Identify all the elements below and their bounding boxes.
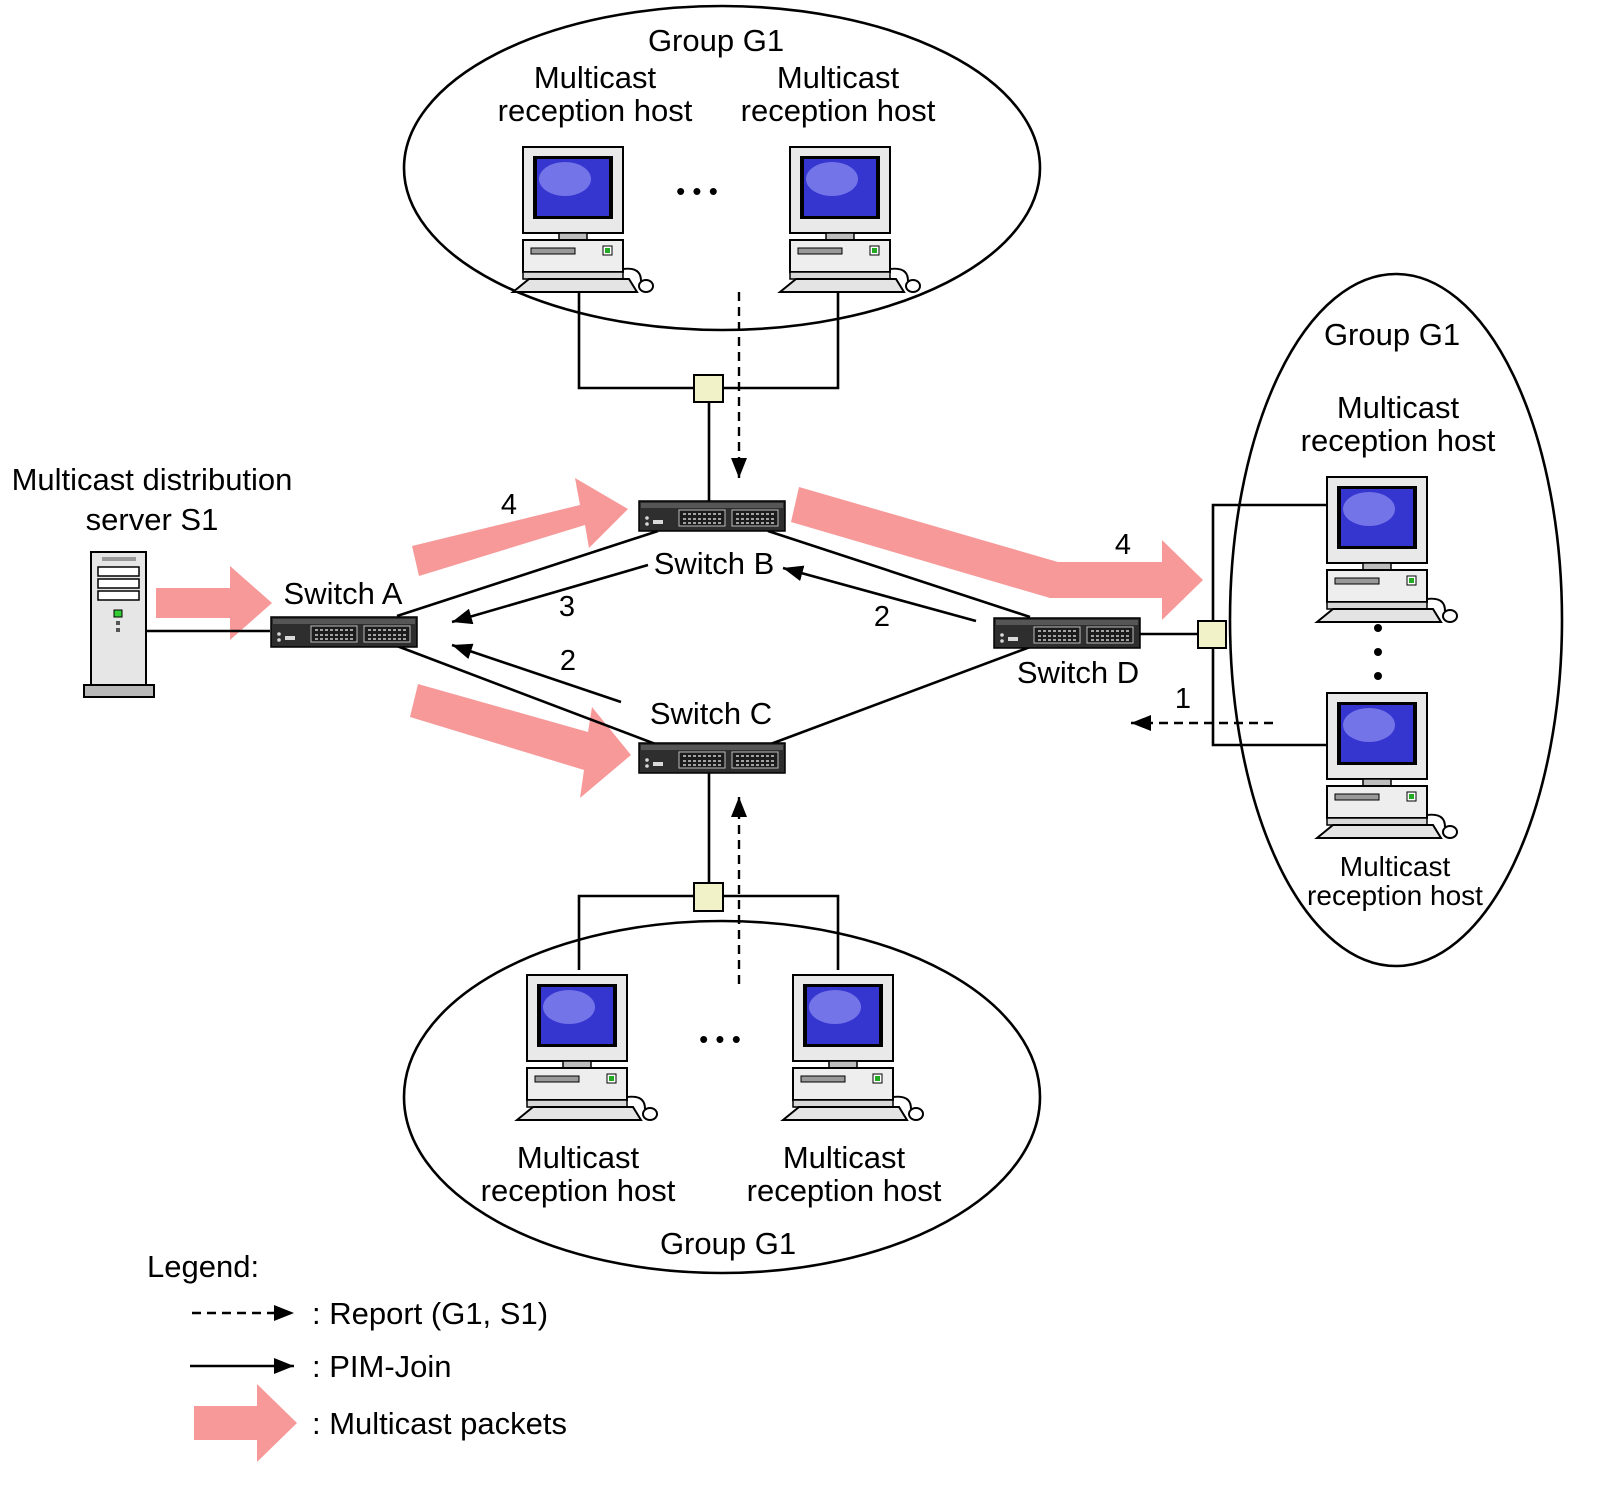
group-bottom-ellipse xyxy=(402,919,1042,1275)
host-bottom-right-label-line1: Multicast xyxy=(783,1140,906,1175)
server-tower-icon xyxy=(83,551,155,698)
multicast-arrow-a-to-c xyxy=(410,684,631,798)
switch-b-label: Switch B xyxy=(654,546,775,581)
host-top-left-label-line2: reception host xyxy=(498,93,693,128)
host-right-lower-label-line1: Multicast xyxy=(1340,851,1451,882)
host-bottom-left-icon xyxy=(516,974,658,1121)
host-bottom-left-label-line2: reception host xyxy=(481,1173,676,1208)
legend-report-label: : Report (G1, S1) xyxy=(312,1296,548,1331)
host-top-right-label-line1: Multicast xyxy=(777,60,900,95)
multicast-arrow-b-to-d xyxy=(791,487,1203,620)
wire-hub-top-hosts xyxy=(577,292,840,390)
host-right-upper-label-line2: reception host xyxy=(1301,423,1496,458)
host-right-lower-icon xyxy=(1316,692,1458,839)
link-switch-a-to-switch-b xyxy=(396,529,659,618)
group-top-title: Group G1 xyxy=(648,23,784,58)
step-3-b-to-a: 3 xyxy=(559,591,575,623)
step-4-a-to-b: 4 xyxy=(501,489,517,521)
switch-a-icon xyxy=(270,616,418,648)
legend: Legend: : Report (G1, S1) : PIM-Join : M… xyxy=(147,1249,567,1462)
server-label-line2: server S1 xyxy=(86,502,219,537)
host-top-left-label-line1: Multicast xyxy=(534,60,657,95)
pim-join-d-to-b xyxy=(782,565,977,623)
link-switch-b-to-switch-d xyxy=(767,529,1031,619)
host-bottom-right-label-line2: reception host xyxy=(747,1173,942,1208)
link-switch-a-to-switch-c xyxy=(396,644,659,747)
switch-d-label: Switch D xyxy=(1017,655,1139,690)
right-host-ellipsis xyxy=(1374,624,1382,680)
multicast-arrow-server-to-a xyxy=(156,566,272,640)
group-right-title: Group G1 xyxy=(1324,317,1460,352)
host-right-upper-icon xyxy=(1316,476,1458,623)
legend-multicast-symbol xyxy=(194,1384,297,1462)
bottom-host-ellipsis: • • • xyxy=(699,1024,741,1054)
switch-c-icon xyxy=(638,742,786,774)
host-right-upper-label-line1: Multicast xyxy=(1337,390,1460,425)
hub-bottom xyxy=(693,882,724,912)
multicast-packets xyxy=(156,478,1203,798)
host-bottom-left-label-line1: Multicast xyxy=(517,1140,640,1175)
switch-b-icon xyxy=(638,500,786,532)
top-host-ellipsis: • • • xyxy=(676,176,718,206)
pim-join-b-to-a xyxy=(451,563,649,625)
step-4-b-to-d: 4 xyxy=(1115,529,1131,561)
legend-pim-join-label: : PIM-Join xyxy=(312,1349,452,1384)
group-right-ellipse xyxy=(1228,272,1564,968)
step-1-report: 1 xyxy=(1175,683,1191,715)
switch-c-label: Switch C xyxy=(650,696,772,731)
host-bottom-right-icon xyxy=(782,974,924,1121)
multicast-arrow-a-to-b xyxy=(412,478,628,576)
link-switch-c-to-switch-d xyxy=(767,645,1031,747)
hub-right xyxy=(1197,620,1227,649)
host-right-lower-label-line2: reception host xyxy=(1307,880,1483,911)
group-top-ellipse xyxy=(402,4,1042,332)
step-2-d-to-b: 2 xyxy=(874,601,890,633)
server-label-line1: Multicast distribution xyxy=(12,462,293,497)
switch-d-icon xyxy=(993,617,1141,649)
switch-a-label: Switch A xyxy=(284,576,403,611)
host-top-left-icon xyxy=(512,146,654,293)
host-top-right-icon xyxy=(779,146,921,293)
host-top-right-label-line2: reception host xyxy=(741,93,936,128)
step-2-c-to-a: 2 xyxy=(560,645,576,677)
pim-join-c-to-a xyxy=(451,643,622,704)
legend-multicast-label: : Multicast packets xyxy=(312,1406,567,1441)
group-bottom-title: Group G1 xyxy=(660,1226,796,1261)
legend-title: Legend: xyxy=(147,1249,259,1284)
hub-top xyxy=(693,374,724,403)
